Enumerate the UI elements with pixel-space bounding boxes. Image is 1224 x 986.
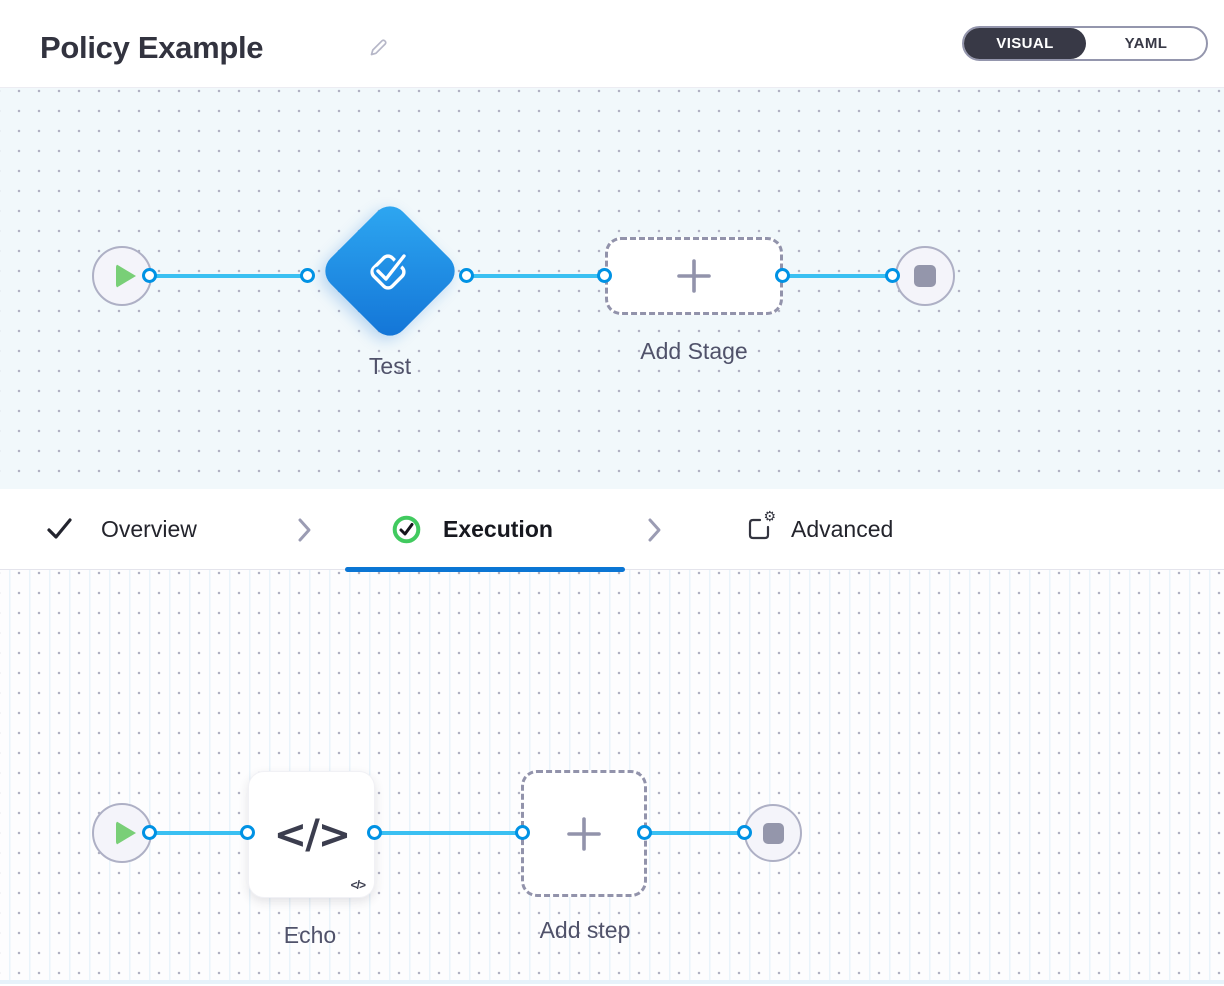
step-end-node[interactable] <box>744 804 802 862</box>
play-icon <box>115 821 136 845</box>
code-badge-icon: </> <box>350 878 366 892</box>
plus-icon <box>567 816 601 851</box>
edge-endpoint[interactable] <box>885 268 900 283</box>
edge-start-to-step <box>150 831 248 835</box>
tab-execution-label: Execution <box>443 515 553 542</box>
play-icon <box>115 264 136 288</box>
stop-icon <box>914 265 936 287</box>
stage-tabs: Overview Execution ⚙ Advanced <box>0 489 1224 572</box>
settings-box-icon: ⚙ <box>745 509 777 543</box>
add-stage-button[interactable] <box>605 237 783 315</box>
edge-stage-to-addstage <box>467 274 607 278</box>
edge-endpoint[interactable] <box>775 268 790 283</box>
edge-endpoint[interactable] <box>142 268 157 283</box>
edge-endpoint[interactable] <box>367 825 382 840</box>
code-icon: </> <box>273 811 352 858</box>
edge-start-to-stage <box>150 274 308 278</box>
toggle-yaml-button[interactable]: YAML <box>1124 35 1168 52</box>
edit-title-icon[interactable] <box>366 36 390 65</box>
page-title: Policy Example <box>40 30 264 65</box>
edge-addstage-to-end <box>783 274 893 278</box>
active-tab-underline <box>345 567 625 572</box>
stage-label: Test <box>368 353 412 379</box>
edge-step-to-addstep <box>375 831 523 835</box>
stop-icon <box>762 822 784 844</box>
tab-advanced[interactable]: ⚙ Advanced <box>745 489 893 569</box>
edge-endpoint[interactable] <box>142 825 157 840</box>
next-section-edge <box>0 980 1224 984</box>
edge-endpoint[interactable] <box>240 825 255 840</box>
add-step-label: Add step <box>539 917 631 943</box>
page-header: Policy Example VISUAL YAML <box>0 0 1224 88</box>
add-stage-label: Add Stage <box>640 338 748 364</box>
add-step-button[interactable] <box>521 770 647 897</box>
pipeline-end-node[interactable] <box>895 246 955 306</box>
edge-endpoint[interactable] <box>300 268 315 283</box>
step-node-echo[interactable]: </> </> <box>248 771 375 898</box>
edge-addstep-to-end <box>645 831 745 835</box>
step-label: Echo <box>283 922 337 948</box>
visual-yaml-toggle: VISUAL YAML <box>962 26 1208 61</box>
gear-icon: ⚙ <box>762 508 777 524</box>
tab-advanced-label: Advanced <box>791 515 894 542</box>
tab-overview[interactable]: Overview <box>45 489 197 569</box>
edge-endpoint[interactable] <box>597 268 612 283</box>
toggle-visual-button[interactable]: VISUAL <box>964 28 1086 59</box>
check-circle-icon <box>392 515 421 543</box>
edge-endpoint[interactable] <box>515 825 530 840</box>
plus-icon <box>677 259 711 293</box>
stage-canvas[interactable]: Test Add Stage <box>0 88 1224 489</box>
tab-execution[interactable]: Execution <box>391 489 553 569</box>
stage-node-test[interactable] <box>317 198 463 344</box>
edge-endpoint[interactable] <box>737 825 752 840</box>
edge-endpoint[interactable] <box>637 825 652 840</box>
edge-endpoint[interactable] <box>459 268 474 283</box>
tab-overview-label: Overview <box>101 515 197 542</box>
chevron-right-icon <box>296 516 314 549</box>
check-icon <box>47 518 72 539</box>
chevron-right-icon <box>646 516 664 549</box>
execution-step-canvas[interactable]: </> </> Echo Add step <box>0 570 1224 980</box>
